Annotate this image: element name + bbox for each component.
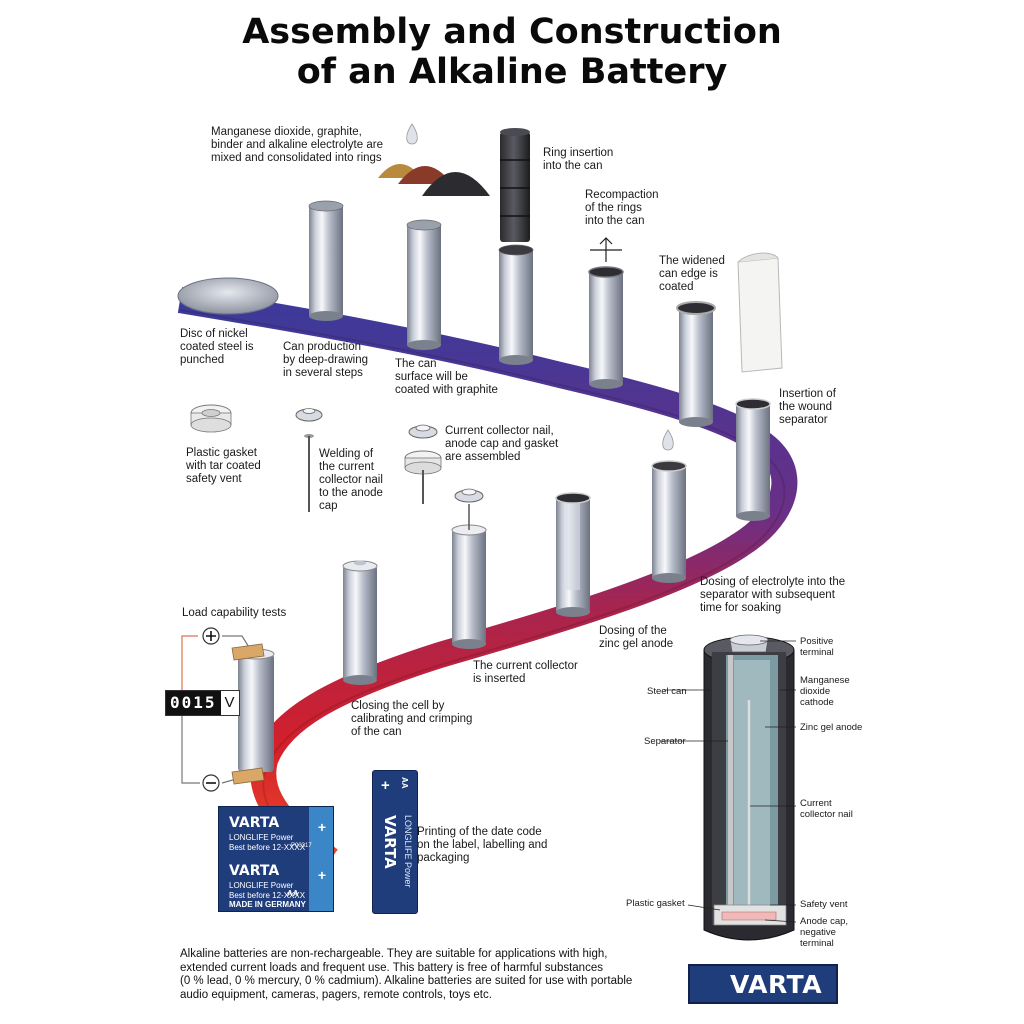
steel-disc: [177, 277, 279, 315]
plastic-gasket-part: [190, 404, 232, 433]
voltmeter-unit: V: [220, 691, 239, 715]
package-code: P00317: [291, 843, 312, 849]
package-brand: VARTA: [229, 863, 280, 879]
aa-plus-icon: +: [381, 777, 390, 794]
aa-battery: + AA VARTA LONGLIFE Power: [372, 770, 418, 914]
package-best-before: Best before 12-XXXX: [229, 843, 306, 852]
package-plus-icon: +: [317, 819, 326, 835]
varta-logo-text: VARTA: [730, 970, 823, 999]
ring-stack: [500, 128, 530, 242]
step-load-test-label: Load capability tests: [182, 607, 287, 619]
widened-edge-can: [676, 301, 716, 427]
page-title: Assembly and Construction of an Alkaline…: [242, 12, 782, 92]
cs-safety-vent-label: Safety vent: [800, 899, 848, 910]
aa-brand: VARTA: [381, 815, 399, 869]
electrolyte-can: [651, 460, 687, 583]
graphite-coated-can: [406, 219, 442, 350]
recompaction-can: [588, 237, 624, 389]
cs-zinc-anode-label: Zinc gel anode: [800, 722, 863, 733]
powder-piles-icon: [378, 164, 490, 196]
nail-with-cap: [295, 408, 323, 512]
closed-cell: [342, 560, 378, 685]
varta-logo: VARTA: [688, 964, 838, 1004]
load-test-rig: [181, 627, 275, 792]
cs-separator-label: Separator: [644, 736, 686, 747]
package-sub: LONGLIFE Power: [229, 881, 294, 890]
voltmeter-digits: 0015: [170, 693, 217, 712]
process-ribbon: [177, 287, 798, 871]
droplet-icon: [406, 123, 418, 145]
footer-description: Alkaline batteries are non-rechargeable.…: [180, 948, 633, 1001]
package-best-before: Best before 12-XXXX: [229, 891, 306, 900]
separator-paper: [737, 252, 783, 373]
zinc-gel-can: [555, 492, 591, 617]
step-assembled-label: Current collector nail,anode cap and gas…: [445, 425, 559, 463]
ring-insertion-can: [498, 244, 534, 365]
package-size: AA: [287, 889, 299, 898]
package-made-in: MADE IN GERMANY: [229, 900, 306, 909]
package-plus-icon: +: [317, 867, 326, 883]
cs-steel-can-label: Steel can: [647, 686, 687, 697]
cs-plastic-gasket-label: Plastic gasket: [626, 898, 685, 909]
nail-cap-gasket-assembly: [404, 424, 442, 504]
package-brand: VARTA: [229, 815, 280, 831]
aa-size: AA: [400, 777, 409, 789]
voltmeter-display: 0015 V: [165, 690, 240, 716]
can-production-can: [308, 200, 344, 321]
droplet-icon: [662, 429, 674, 451]
collector-inserted-can: [451, 488, 487, 649]
package-strip: [309, 807, 333, 911]
step-mix-label: Manganese dioxide, graphite,binder and a…: [211, 126, 383, 164]
separator-can: [735, 398, 771, 521]
battery-cross-section: [660, 634, 797, 941]
aa-sub: LONGLIFE Power: [403, 815, 413, 888]
battery-package: + + VARTA LONGLIFE Power Best before 12-…: [218, 806, 334, 912]
package-sub: LONGLIFE Power: [229, 833, 294, 842]
